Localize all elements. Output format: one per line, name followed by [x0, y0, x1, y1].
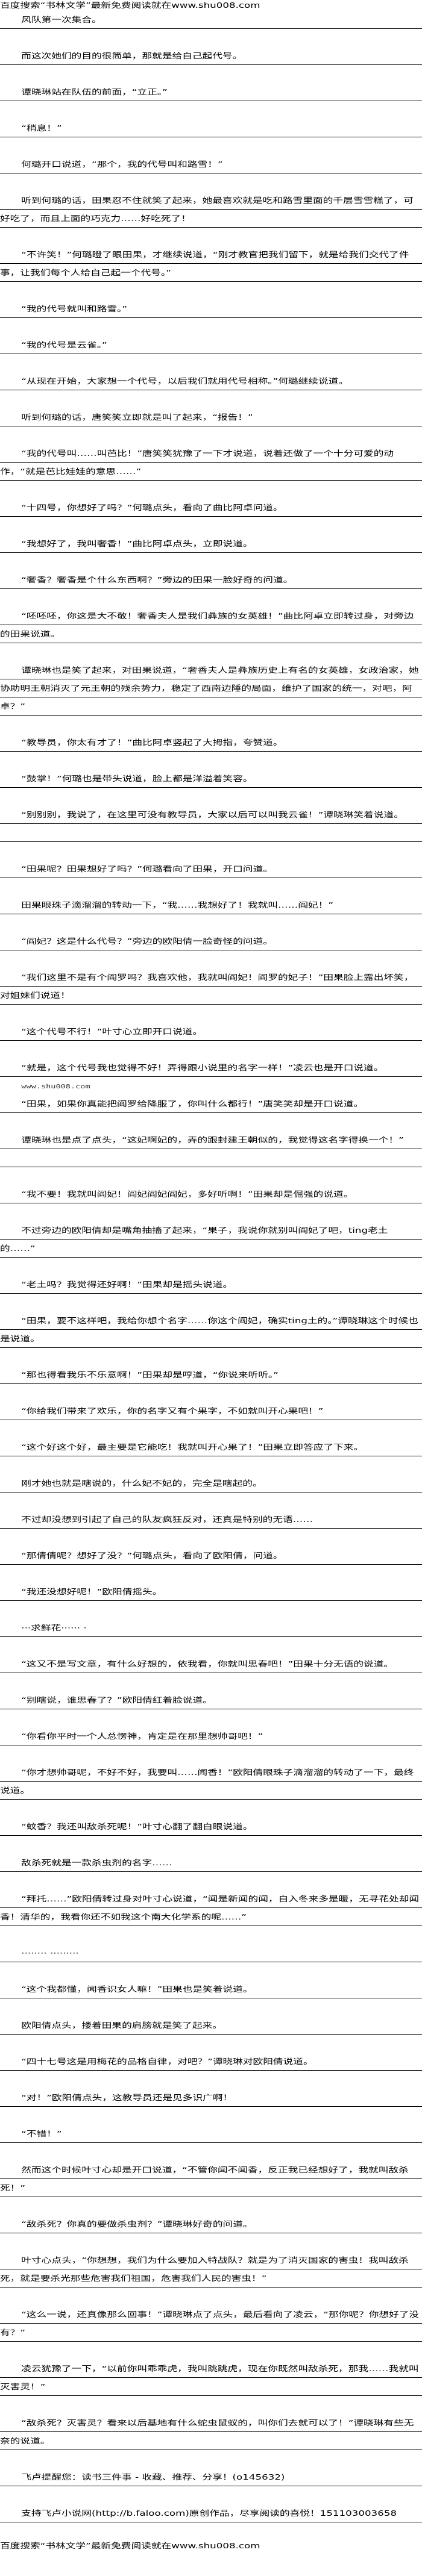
paragraph: 叶寸心点头，“你想想，我们为什么要加入特战队？就是为了消灭国家的害虫！我叫敌杀死…: [0, 2251, 422, 2288]
bottom-banner: 百度搜索“书林文学”最新免费阅读就在www.shu008.com: [0, 2542, 260, 2550]
paragraph: “教导员，你太有才了！”曲比阿卓竖起了大拇指，夸赞道。: [0, 734, 422, 752]
site-watermark-text: www.shu008.com: [21, 1084, 90, 1090]
paragraph: ········ ·········: [0, 1944, 422, 1962]
paragraph: “敌杀死？你真的要做杀虫剂？”谭晓琳好奇的问道。: [0, 2215, 422, 2233]
paragraph: 凌云犹豫了一下，“以前你叫乖乖虎，我叫跳跳虎，现在你既然叫敌杀死，那我……我就叫…: [0, 2360, 422, 2396]
paragraph: “四十七号这是用梅花的品格自律，对吧？”谭晓琳对欧阳倩说道。: [0, 2053, 422, 2071]
paragraph: “田果，如果你真能把阎罗给降服了，你叫什么都行！”唐笑笑却是开口说道。: [0, 1095, 422, 1113]
paragraph: 谭晓琳也是点了点头，“这妃啊妃的，弄的跟封建王朝似的，我觉得这名字得换一个！”: [0, 1131, 422, 1167]
paragraph: “这个我都懂，闻香识女人嘛！”田果也是笑着说道。: [0, 1980, 422, 1998]
paragraph: “鼓掌！”何璐也是带头说道，脸上都是洋溢着笑容。: [0, 770, 422, 788]
paragraph: 谭晓琳也是笑了起来，对田果说道，“奢香夫人是彝族历史上有名的女英雄，女政治家，她…: [0, 661, 422, 716]
paragraph: “对！”欧阳倩点头，这教导员还是见多识广啊！: [0, 2089, 422, 2107]
paragraph: “你才想帅哥呢，不好不好，我要叫……闻香！”欧阳倩眼珠子滴溜溜的转动了一下，最终…: [0, 1764, 422, 1800]
paragraph: “稍息！”: [0, 119, 422, 137]
paragraph: “从现在开始，大家想一个代号，以后我们就用代号相称。”何璐继续说道。: [0, 372, 422, 390]
paragraph: “这么一说，还真像那么回事！”谭晓琳点了点头，最后看向了凌云，“那你呢？你想好了…: [0, 2306, 422, 2342]
paragraph: “我的代号就叫和路雪。”: [0, 300, 422, 318]
paragraph: “这个代号不行！”叶寸心立即开口说道。: [0, 1023, 422, 1041]
paragraph: “别别别，我说了，在这里可没有教导员，大家以后可以叫我云雀！”谭晓琳笑着说道。: [0, 806, 422, 842]
paragraph: “呸呸呸，你这是大不敬！奢香夫人是我们彝族的女英雄！”曲比阿卓立即转过身，对旁边…: [0, 607, 422, 643]
paragraph: “我的代号叫……叫芭比！”唐笑笑犹豫了一下才说道，说着还做了一个十分可爱的动作，…: [0, 444, 422, 481]
paragraph: 支持飞卢小说网(http://b.faloo.com)原创作品，尽享阅读的喜悦！…: [0, 2504, 422, 2522]
paragraph: “我不要！我就叫阎妃！阎妃阎妃阎妃，多好听啊！”田果却是倔强的说道。: [0, 1185, 422, 1203]
paragraph: “拜托……”欧阳倩转过身对叶寸心说道，“闻是新闻的闻，自入冬来多是暖，无寻花处却…: [0, 1890, 422, 1926]
paragraph: 谭晓琳站在队伍的前面，“立正。”: [0, 83, 422, 101]
paragraph: “不错！”: [0, 2125, 422, 2143]
paragraph: 然而这个时候叶寸心却是开口说道，“不管你闻不闻香，反正我已经想好了，我就叫敌杀死…: [0, 2161, 422, 2197]
paragraph: “我的代号是云雀。”: [0, 336, 422, 354]
paragraph: “这又不是写文章，有什么好想的，依我看，你就叫思春吧！”田果十分无语的说道。: [0, 1655, 422, 1673]
paragraph: “别瞎说，谁思春了？”欧阳倩红着脸说道。: [0, 1691, 422, 1709]
paragraph: “奢香？奢香是个什么东西啊？”旁边的田果一脸好奇的问道。: [0, 571, 422, 589]
paragraph: “蚊香？我还叫敌杀死呢！”叶寸心翻了翻白眼说道。: [0, 1818, 422, 1836]
paragraph: 不过却没想到引起了自己的队友疯狂反对，还真是特别的无语……: [0, 1511, 422, 1529]
paragraph: 敌杀死就是一款杀虫剂的名字……: [0, 1854, 422, 1872]
paragraph: 欧阳倩点头，搂着田果的肩膀就是笑了起来。: [0, 2016, 422, 2035]
paragraph: “你看你平时一个人总愣神，肯定是在那里想帅哥吧！”: [0, 1727, 422, 1745]
paragraph: 何璐开口说道，“那个，我的代号叫和路雪！”: [0, 155, 422, 173]
paragraph: 飞卢提醒您：读书三件事 - 收藏、推荐、分享！(o145632): [0, 2468, 422, 2486]
paragraph: 听到何璐的话，唐笑笑立即就是叫了起来，“报告！”: [0, 408, 422, 426]
paragraph: “那倩倩呢？想好了没？”何璐点头，看向了欧阳倩，问道。: [0, 1547, 422, 1565]
paragraph: “十四号，你想好了吗？”何璐点头，看向了曲比阿卓问道。: [0, 499, 422, 517]
paragraph: “你给我们带来了欢乐，你的名字又有个果字，不如就叫开心果吧！”: [0, 1402, 422, 1420]
paragraph: “我还没想好呢！”欧阳倩摇头。: [0, 1583, 422, 1601]
paragraph: “我想好了，我叫奢香！”曲比阿卓点头，立即说道。: [0, 535, 422, 553]
paragraph: 风队第一次集合。: [0, 11, 422, 29]
paragraph: “就是，这个代号我也觉得不好！弄得跟小说里的名字一样！”凌云也是开口说道。: [0, 1059, 422, 1077]
paragraph: 而这次她们的目的很简单，那就是给自己起代号。: [0, 47, 422, 65]
paragraph: “那也得看我乐不乐意啊！”田果却是哼道，“你说来听听。”: [0, 1366, 422, 1384]
paragraph: ···求鲜花······ ·: [0, 1619, 422, 1637]
paragraph: “田果呢？田果想好了吗？”何璐看向了田果，开口问道。: [0, 860, 422, 878]
paragraph: “阎妃？这是什么代号？”旁边的欧阳倩一脸奇怪的问道。: [0, 932, 422, 950]
paragraph: “我们这里不是有个阎罗吗？我喜欢他，我就叫阎妃！阎罗的妃子！”田果脸上露出坏笑，…: [0, 968, 422, 1005]
paragraph: 不过旁边的欧阳倩却是嘴角抽搐了起来，“果子，我说你就别叫阎妃了吧，ting老土的…: [0, 1221, 422, 1258]
top-banner: 百度搜索“书林文学”最新免费阅读就在www.shu008.com: [0, 1, 260, 10]
paragraph: 刚才她也就是瞎说的，什么妃不妃的，完全是瞎起的。: [0, 1474, 422, 1492]
paragraph: “老土吗？我觉得还好啊！”田果却是摇头说道。: [0, 1276, 422, 1294]
paragraph: “敌杀死？灭害灵？看来以后基地有什么蛇虫鼠蚁的，叫你们去就可以了！”谭晓琳有些无…: [0, 2414, 422, 2450]
paragraph: “不许笑！”何璐瞪了眼田果，才继续说道，“刚才教官把我们留下，就是给我们交代了件…: [0, 246, 422, 282]
paragraph: “这个好这个好，最主要是它能吃！我就叫开心果了！”田果立即答应了下来。: [0, 1438, 422, 1456]
paragraph: 田果眼珠子滴溜溜的转动一下，“我……我想好了！我就叫……阎妃！”: [0, 896, 422, 914]
paragraph: “田果，要不这样吧，我给你想个名字……你这个阎妃，确实ting土的。”谭晓琳这个…: [0, 1312, 422, 1348]
chapter-body: 风队第一次集合。而这次她们的目的很简单，那就是给自己起代号。谭晓琳站在队伍的前面…: [0, 11, 422, 2522]
paragraph: 听到何璐的话，田果忍不住就笑了起来，她最喜欢就是吃和路雪里面的千层雪雪糕了，可好…: [0, 192, 422, 228]
